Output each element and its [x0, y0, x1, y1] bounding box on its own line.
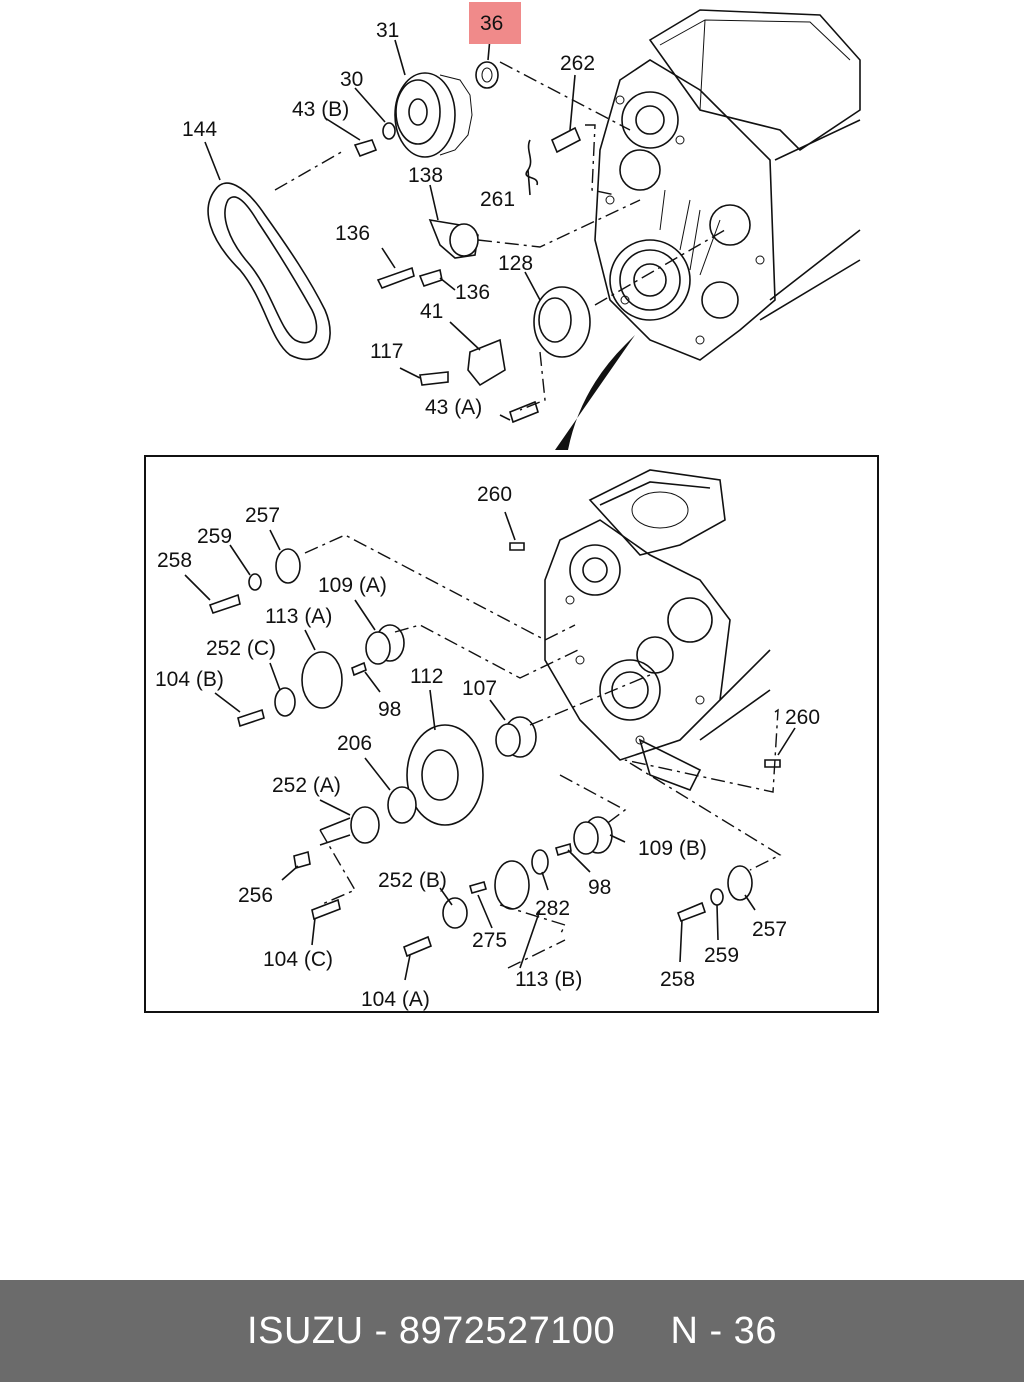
bolt-43b: [353, 139, 378, 158]
washer-259a: [248, 573, 262, 591]
callout-282: 282: [535, 897, 570, 920]
bolt-258a: [208, 593, 241, 615]
gear-113b: [494, 860, 530, 910]
pin-260b: [764, 759, 781, 768]
plate-252b: [442, 897, 468, 929]
callout-259b: 259: [704, 944, 739, 967]
callout-252b: 252 (B): [378, 869, 447, 892]
footer-brand: ISUZU: [247, 1309, 364, 1352]
timing-belt: [207, 182, 331, 361]
callout-41: 41: [420, 300, 443, 323]
engine-block-upper: [594, 9, 861, 361]
callout-43b: 43 (B): [292, 98, 349, 121]
footer-diagram-ref: N - 36: [670, 1309, 777, 1352]
tensioner-138: [428, 218, 479, 259]
callout-136a: 136: [335, 222, 370, 245]
callout-257a: 257: [245, 504, 280, 527]
callout-109b: 109 (B): [638, 837, 707, 860]
callout-43a: 43 (A): [425, 396, 482, 419]
callout-252c: 252 (C): [206, 637, 276, 660]
pin-98b: [555, 842, 572, 857]
callout-98a: 98: [378, 698, 401, 721]
bolt-258b: [676, 901, 707, 923]
callout-262: 262: [560, 52, 595, 75]
callout-104a: 104 (A): [361, 988, 430, 1011]
hub-109a: [365, 624, 405, 665]
bolt-136b: [418, 268, 443, 287]
callout-261: 261: [480, 188, 515, 211]
callout-260a: 260: [477, 483, 512, 506]
footer-gap: [615, 1310, 670, 1353]
callout-117: 117: [370, 340, 403, 363]
bolt-136a: [376, 266, 415, 290]
detail-frame: [144, 455, 879, 1013]
stud-262: [550, 126, 582, 154]
callout-257b: 257: [752, 918, 787, 941]
pin-275: [469, 881, 487, 894]
callout-109a: 109 (A): [318, 574, 387, 597]
plate-252c: [274, 687, 296, 717]
hub-107: [495, 716, 537, 758]
bolt-117: [419, 371, 449, 386]
callout-107: 107: [462, 677, 497, 700]
callout-136b: 136: [455, 281, 490, 304]
oil-seal-36: [475, 61, 499, 89]
hub-109b: [573, 816, 613, 855]
callout-275: 275: [472, 929, 507, 952]
pin-260a: [509, 542, 525, 551]
callout-113a: 113 (A): [265, 605, 332, 628]
callout-206: 206: [337, 732, 372, 755]
gear-257a: [275, 548, 301, 584]
bush-206: [387, 786, 417, 824]
callout-31: 31: [376, 19, 399, 42]
callout-30: 30: [340, 68, 363, 91]
callout-36: 36: [480, 12, 503, 35]
callout-259a: 259: [197, 525, 232, 548]
bolt-43a: [509, 400, 539, 424]
bolt-104c: [311, 898, 341, 921]
pin-98a: [351, 661, 367, 677]
footer-part-number: 8972527100: [398, 1309, 616, 1352]
callout-113b: 113 (B): [515, 968, 582, 991]
gear-113a: [301, 651, 343, 709]
part-footer: ISUZU - 8972527100 N - 36: [0, 1280, 1024, 1382]
callout-104c: 104 (C): [263, 948, 333, 971]
callout-98b: 98: [588, 876, 611, 899]
cam-pulley: [394, 72, 473, 158]
callout-258a: 258: [157, 549, 192, 572]
callout-128: 128: [498, 252, 533, 275]
bolt-104a: [403, 935, 432, 958]
engine-block-lower: [544, 469, 771, 792]
callout-144: 144: [182, 118, 217, 141]
plate-252a: [319, 806, 380, 846]
gear-257b: [727, 865, 753, 901]
washer-259b: [710, 888, 724, 906]
callout-256: 256: [238, 884, 273, 907]
callout-104b: 104 (B): [155, 668, 224, 691]
bolt-104b: [237, 708, 265, 728]
lower-leaders: [184, 511, 796, 981]
callout-252a: 252 (A): [272, 774, 341, 797]
footer-separator: -: [363, 1309, 399, 1352]
ring-282: [531, 849, 549, 875]
upper-leaders: [204, 37, 726, 450]
cap-256: [293, 850, 311, 870]
crank-pulley-128: [533, 286, 591, 358]
spring-261: [525, 139, 538, 186]
callout-138: 138: [408, 164, 443, 187]
washer-30: [382, 122, 396, 140]
plate-41: [467, 338, 506, 387]
callout-112: 112: [410, 665, 443, 688]
callout-260b: 260: [785, 706, 820, 729]
callout-258b: 258: [660, 968, 695, 991]
idler-gear-112: [406, 724, 484, 826]
highlight-36: [469, 2, 521, 44]
parts-diagram: 36 31 262 30 43 (B) 144 261 138 136 136 …: [144, 2, 879, 1013]
